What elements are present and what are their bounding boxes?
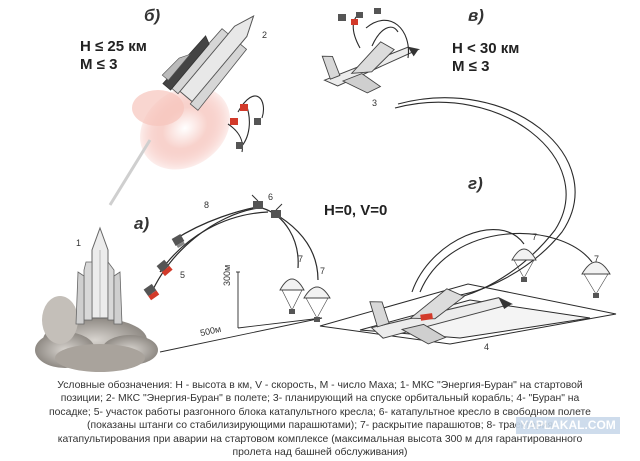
engine-plume <box>108 86 230 206</box>
range-guides <box>159 271 323 353</box>
label-7-d: 7 <box>594 254 600 264</box>
panel-label-v: в) <box>468 6 484 25</box>
launch-pad-smoke <box>35 296 158 372</box>
seats-v <box>338 8 381 25</box>
condition-b-mach: M ≤ 3 <box>80 56 118 73</box>
condition-b-height: H ≤ 25 км <box>80 38 147 55</box>
label-7-c: 7 <box>532 232 538 242</box>
label-6: 6 <box>268 192 274 202</box>
label-7-a: 7 <box>298 254 304 264</box>
label-8: 8 <box>204 200 210 210</box>
parachutes-g <box>511 248 611 298</box>
legend-caption: Условные обозначения: H - высота в км, V… <box>49 380 591 459</box>
energia-buran-in-flight <box>161 15 255 111</box>
watermark: YAPLAKAL.COM <box>516 417 620 434</box>
energia-buran-on-pad <box>75 226 123 325</box>
condition-g: H=0, V=0 <box>324 202 388 219</box>
label-2: 2 <box>262 30 268 40</box>
label-7-b: 7 <box>320 266 326 276</box>
panel-label-b: б) <box>144 6 161 25</box>
label-4: 4 <box>484 342 490 352</box>
condition-v-mach: M ≤ 3 <box>452 58 490 75</box>
ejection-seats-a <box>143 194 283 301</box>
panel-label-g: г) <box>468 174 483 193</box>
panel-label-a: а) <box>134 214 150 233</box>
height-label: 300м <box>222 264 232 286</box>
ejection-seats-g <box>411 229 593 293</box>
orbiter-descent <box>321 41 421 94</box>
label-5: 5 <box>180 270 186 280</box>
label-3: 3 <box>372 98 378 108</box>
seats-b <box>230 104 261 149</box>
parachutes-a <box>279 278 331 322</box>
label-1: 1 <box>76 238 82 248</box>
condition-v-height: H < 30 км <box>452 40 520 57</box>
orbiter-landing <box>369 288 514 345</box>
glide-path <box>394 97 576 301</box>
